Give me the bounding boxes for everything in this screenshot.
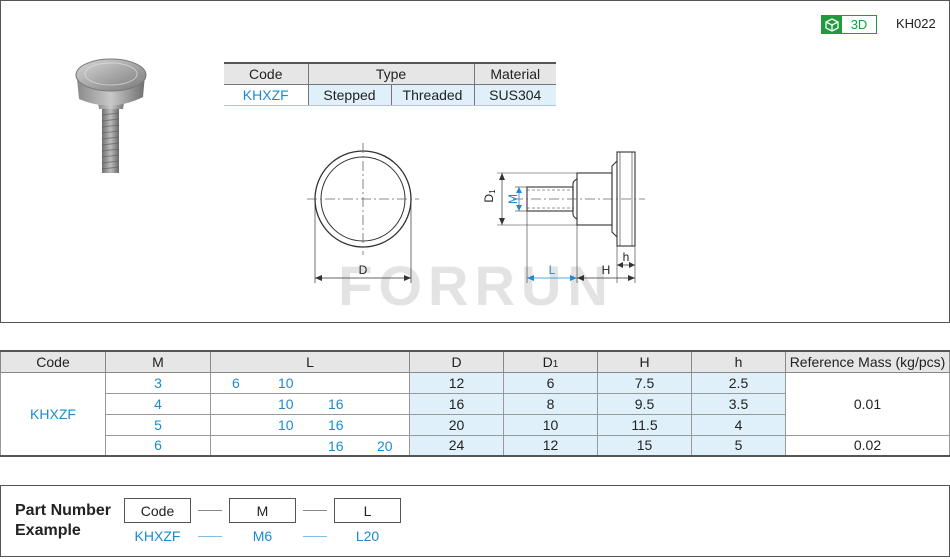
col-code: Code: [0, 350, 106, 373]
product-photo: [75, 58, 147, 173]
h-upper-value: 15: [597, 434, 692, 457]
pn-separator: [198, 510, 222, 511]
mass-value: 0.02: [785, 434, 950, 457]
front-view: [307, 143, 419, 283]
col-h-upper: H: [597, 350, 692, 373]
row-code: KHXZF: [0, 371, 106, 457]
pn-box-l: L: [334, 498, 401, 523]
spec-type-threaded: Threaded: [390, 84, 474, 106]
m-value: 3: [105, 371, 211, 394]
pn-box-code: Code: [124, 498, 191, 523]
spec-code: KHXZF: [224, 84, 308, 106]
part-number-example-panel: Part Number Example Code M L KHXZF M6 L2…: [0, 485, 950, 557]
brand-watermark: FORRUN: [338, 254, 614, 317]
part-number-title: Part Number Example: [15, 502, 112, 539]
technical-drawing: FORRUN D: [307, 143, 645, 317]
col-d1: D1: [503, 350, 598, 373]
side-view: [497, 151, 645, 283]
cube-icon: [822, 16, 842, 33]
pn-separator: [303, 536, 327, 537]
spec-header-material: Material: [473, 62, 556, 85]
dim-label-H: H: [602, 263, 611, 277]
h-lower-value: 4: [691, 413, 786, 436]
dim-label-M: M: [506, 194, 520, 204]
pn-value-m: M6: [252, 528, 273, 544]
col-mass: Reference Mass (kg/pcs): [785, 350, 950, 373]
d1-value: 6: [503, 371, 598, 394]
pn-separator: [198, 536, 222, 537]
m-value: 5: [105, 413, 211, 436]
3d-label: 3D: [850, 17, 868, 32]
d1-value: 8: [503, 392, 598, 415]
spec-type-stepped: Stepped: [307, 84, 391, 106]
h-lower-value: 5: [691, 434, 786, 457]
d-value: 24: [409, 434, 504, 457]
d-value: 20: [409, 413, 504, 436]
pn-value-l: L20: [355, 528, 380, 544]
product-overview-panel: 3D KH022 Code Type Material KHXZF Steppe…: [0, 0, 950, 323]
col-h-lower: h: [691, 350, 786, 373]
dim-label-D: D: [359, 263, 368, 277]
d-value: 16: [409, 392, 504, 415]
spec-header-code: Code: [224, 62, 308, 85]
spec-table: Code Type Material KHXZF Stepped Threade…: [224, 62, 556, 106]
dim-label-h: h: [623, 250, 630, 264]
dim-label-L: L: [549, 263, 556, 277]
m-value: 6: [105, 434, 211, 457]
col-m: M: [105, 350, 211, 373]
pn-box-m: M: [229, 498, 296, 523]
h-upper-value: 7.5: [597, 371, 692, 394]
spec-header-type: Type: [307, 62, 474, 85]
h-upper-value: 11.5: [597, 413, 692, 436]
h-upper-value: 9.5: [597, 392, 692, 415]
col-d: D: [409, 350, 504, 373]
pn-separator: [303, 510, 327, 511]
dimension-table: Code M L D D1 H h Reference Mass (kg/pcs…: [0, 350, 950, 457]
h-lower-value: 2.5: [691, 371, 786, 394]
3d-model-button[interactable]: 3D: [821, 15, 877, 34]
m-value: 4: [105, 392, 211, 415]
d1-value: 12: [503, 434, 598, 457]
mass-value: 0.01: [785, 371, 950, 436]
spec-material: SUS304: [473, 84, 556, 106]
pn-value-code: KHXZF: [134, 528, 181, 544]
col-l: L: [210, 350, 410, 373]
d-value: 12: [409, 371, 504, 394]
catalog-code: KH022: [896, 16, 936, 31]
d1-value: 10: [503, 413, 598, 436]
dim-label-D1: D1: [482, 189, 497, 203]
h-lower-value: 3.5: [691, 392, 786, 415]
